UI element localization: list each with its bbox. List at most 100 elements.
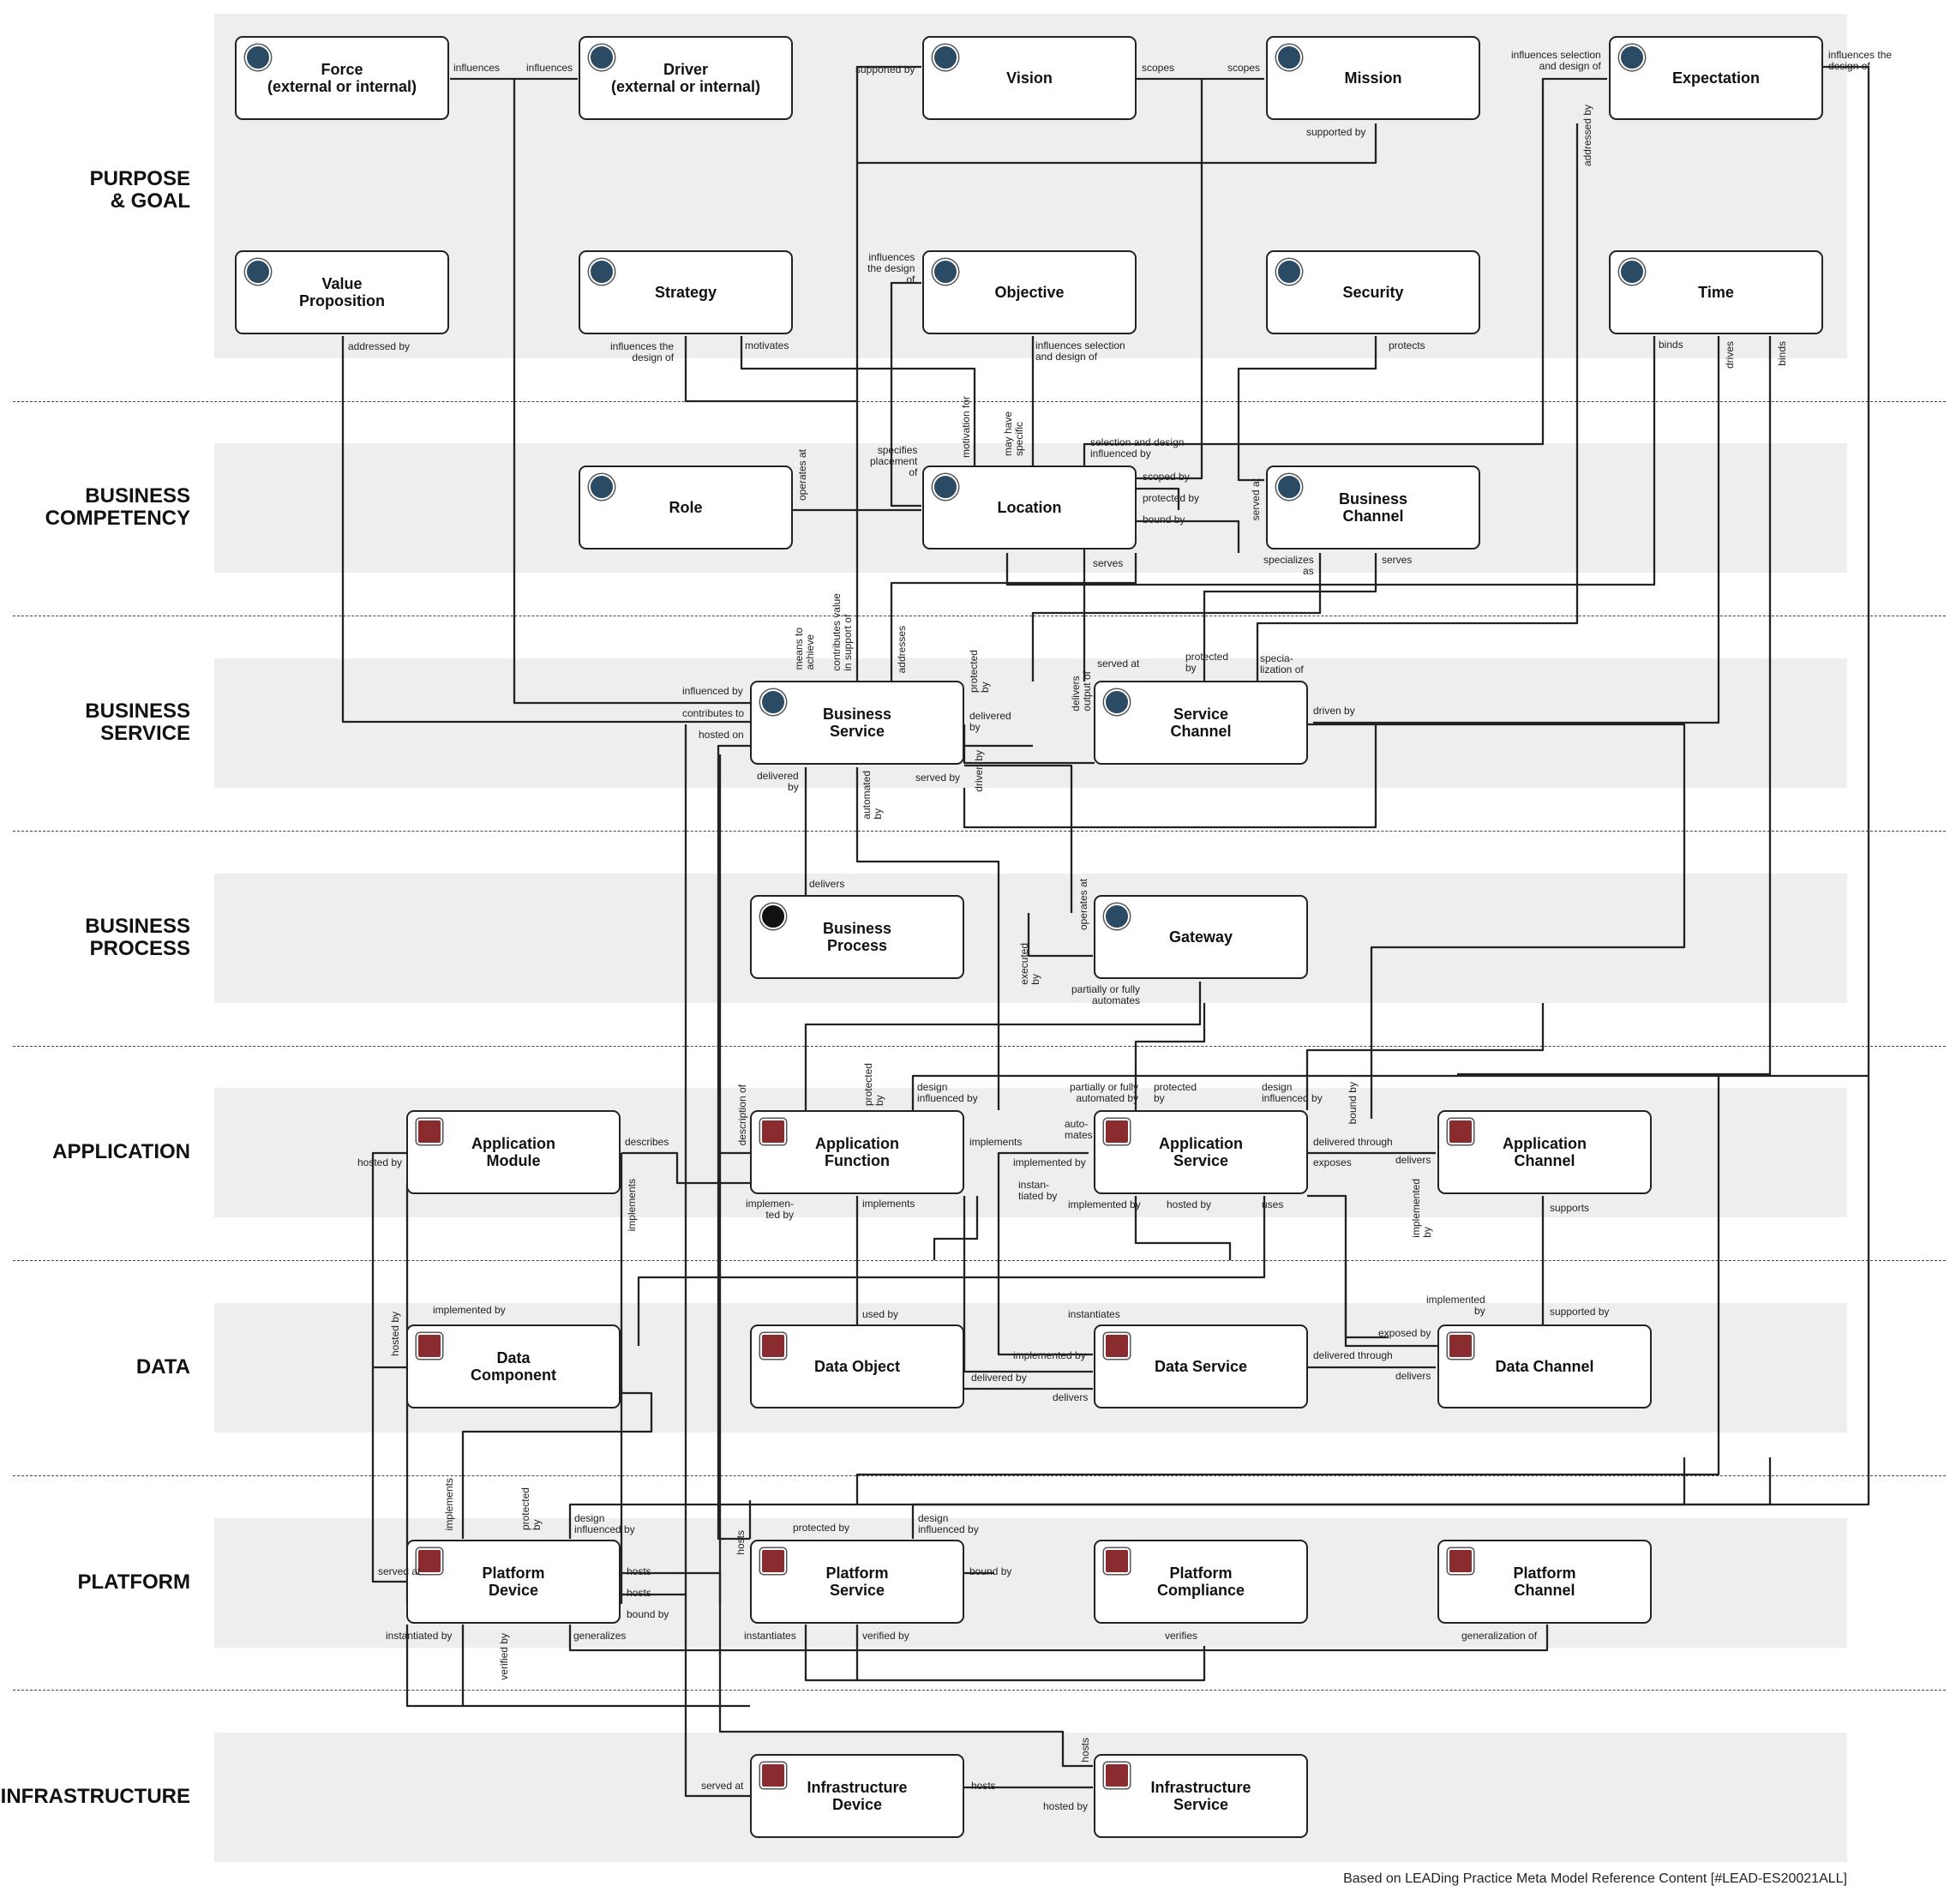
app-service-icon xyxy=(1104,1119,1130,1144)
relation-label: exposed by xyxy=(1378,1327,1431,1339)
node-data-component[interactable]: Data Component xyxy=(406,1324,621,1408)
node-label: Service Channel xyxy=(1170,706,1232,740)
node-label: Business Service xyxy=(822,706,892,740)
node-business-process[interactable]: Business Process xyxy=(750,895,964,979)
relation-label: hosts xyxy=(627,1565,651,1577)
relation-label: protected by xyxy=(1154,1081,1197,1104)
node-strategy[interactable]: Strategy xyxy=(579,250,793,334)
connector xyxy=(1005,336,1656,586)
node-application-function[interactable]: Application Function xyxy=(750,1110,964,1194)
node-data-channel[interactable]: Data Channel xyxy=(1437,1324,1652,1408)
person-icon xyxy=(589,474,615,500)
connector xyxy=(855,767,1000,1110)
connector xyxy=(890,281,921,508)
node-platform-channel[interactable]: Platform Channel xyxy=(1437,1540,1652,1624)
connector xyxy=(740,336,976,466)
node-application-service[interactable]: Application Service xyxy=(1094,1110,1308,1194)
node-security[interactable]: Security xyxy=(1266,250,1480,334)
relation-label: scopes xyxy=(1227,62,1261,74)
connector xyxy=(1134,1196,1232,1260)
connector xyxy=(855,65,921,681)
relation-label: addressed by xyxy=(348,340,411,352)
node-role[interactable]: Role xyxy=(579,465,793,550)
server-icon xyxy=(760,1763,786,1788)
relation-label: delivered through xyxy=(1313,1349,1393,1361)
relation-label: protected by xyxy=(968,650,991,694)
node-objective[interactable]: Objective xyxy=(922,250,1137,334)
node-location[interactable]: Location xyxy=(922,465,1137,550)
data-object-icon xyxy=(760,1333,786,1359)
node-label: Gateway xyxy=(1168,928,1233,946)
node-expectation[interactable]: Expectation xyxy=(1609,36,1823,120)
relation-label: executed by xyxy=(1018,943,1041,985)
relation-label: influences xyxy=(453,62,501,74)
node-data-object[interactable]: Data Object xyxy=(750,1324,964,1408)
node-mission[interactable]: Mission xyxy=(1266,36,1480,120)
relation-label: hosted by xyxy=(389,1312,401,1357)
node-application-channel[interactable]: Application Channel xyxy=(1437,1110,1652,1194)
node-application-module[interactable]: Application Module xyxy=(406,1110,621,1194)
connector xyxy=(1134,1003,1206,1110)
relation-label: bound by xyxy=(1347,1082,1359,1125)
relation-label: driven by xyxy=(1313,705,1355,717)
node-label: Force (external or internal) xyxy=(267,61,417,95)
node-gateway[interactable]: Gateway xyxy=(1094,895,1308,979)
relation-label: generalization of xyxy=(1461,1630,1538,1642)
relation-label: implements xyxy=(969,1136,1023,1148)
connector xyxy=(450,77,750,705)
relation-label: served at xyxy=(1097,658,1140,670)
relation-label: delivers output of xyxy=(1070,671,1093,712)
node-force[interactable]: Force (external or internal) xyxy=(235,36,449,120)
node-label: Platform Channel xyxy=(1513,1565,1576,1599)
app-channel-icon xyxy=(1448,1119,1473,1144)
data-service-icon xyxy=(1104,1333,1130,1359)
node-label: Data Service xyxy=(1154,1358,1248,1375)
layer-label-purpose-goal: PURPOSE & GOAL xyxy=(89,167,190,213)
node-business-service[interactable]: Business Service xyxy=(750,681,964,765)
node-platform-compliance[interactable]: Platform Compliance xyxy=(1094,1540,1308,1624)
relation-label: delivers xyxy=(1395,1370,1431,1382)
relation-label: addressed by xyxy=(1581,105,1593,167)
node-driver[interactable]: Driver (external or internal) xyxy=(579,36,793,120)
node-business-channel[interactable]: Business Channel xyxy=(1266,465,1480,550)
node-infrastructure-service[interactable]: Infrastructure Service xyxy=(1094,1754,1308,1838)
relation-label: delivers xyxy=(1395,1154,1431,1166)
node-platform-device[interactable]: Platform Device xyxy=(406,1540,621,1624)
relation-label: specia- lization of xyxy=(1260,652,1304,676)
node-platform-service[interactable]: Platform Service xyxy=(750,1540,964,1624)
driver-icon xyxy=(589,45,615,70)
relation-label: generalizes xyxy=(573,1630,627,1642)
relation-label: influenced by xyxy=(682,685,743,697)
channel-icon xyxy=(1276,474,1302,500)
relation-label: scoped by xyxy=(1143,471,1190,483)
node-data-service[interactable]: Data Service xyxy=(1094,1324,1308,1408)
node-label: Application Function xyxy=(815,1135,899,1169)
node-infrastructure-device[interactable]: Infrastructure Device xyxy=(750,1754,964,1838)
connector xyxy=(1305,1003,1545,1110)
relation-label: implements xyxy=(443,1478,455,1531)
layer-separator xyxy=(13,1260,1946,1261)
node-label: Vision xyxy=(1006,69,1053,87)
node-label: Data Component xyxy=(471,1349,556,1384)
connector xyxy=(684,724,750,1798)
relation-label: protected by xyxy=(793,1522,850,1534)
relation-label: implemented by xyxy=(1426,1294,1485,1317)
relation-label: implemented by xyxy=(433,1304,506,1316)
process-dot-icon xyxy=(760,904,786,929)
node-vision[interactable]: Vision xyxy=(922,36,1137,120)
relation-label: motivates xyxy=(745,339,789,351)
node-time[interactable]: Time xyxy=(1609,250,1823,334)
node-service-channel[interactable]: Service Channel xyxy=(1094,681,1308,765)
relation-label: bound by xyxy=(1143,514,1185,526)
node-value-proposition[interactable]: Value Proposition xyxy=(235,250,449,334)
connector xyxy=(568,1625,1549,1652)
relation-label: served at xyxy=(378,1565,421,1577)
node-label: Data Object xyxy=(813,1358,901,1375)
relation-label: implements xyxy=(626,1179,638,1232)
hourglass-icon xyxy=(1619,259,1645,285)
node-label: Time xyxy=(1698,284,1734,301)
map-pin-icon xyxy=(933,474,958,500)
relation-label: specifies placement of xyxy=(870,444,918,478)
relation-label: binds xyxy=(1659,339,1683,351)
globe-icon xyxy=(1276,45,1302,70)
